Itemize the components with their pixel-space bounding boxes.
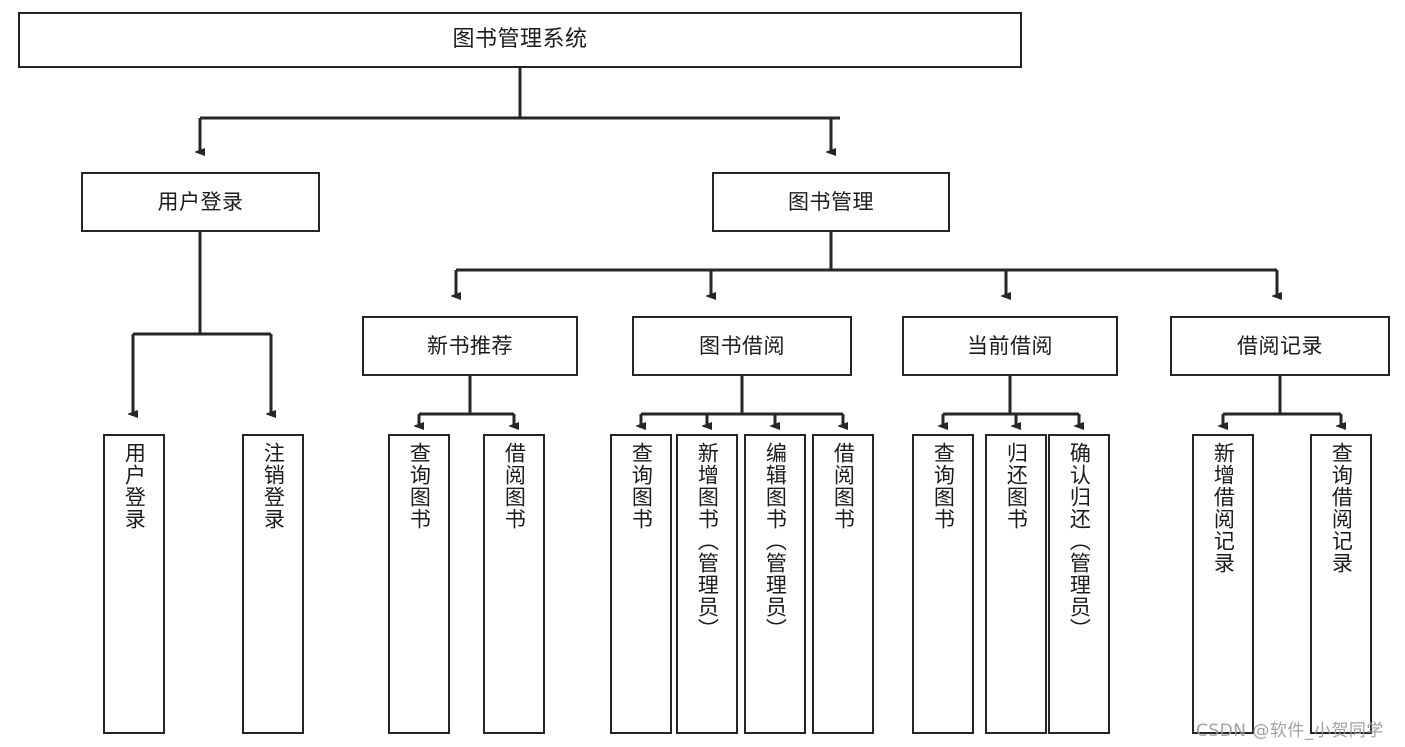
node-leaf-query-book-borrow: 查询图书	[610, 434, 672, 734]
node-book-manage: 图书管理	[712, 172, 950, 232]
node-current-borrow: 当前借阅	[902, 316, 1118, 376]
node-user-login: 用户登录	[81, 172, 320, 232]
node-label: 用户登录	[157, 189, 244, 214]
node-label: 新增借阅记录	[1211, 442, 1236, 574]
node-label: 查询借阅记录	[1329, 442, 1354, 574]
node-leaf-query-book-current: 查询图书	[912, 434, 974, 734]
node-leaf-add-book-admin: 新增图书（管理员）	[676, 434, 738, 734]
node-leaf-edit-book-admin: 编辑图书（管理员）	[744, 434, 806, 734]
node-leaf-confirm-return-admin: 确认归还（管理员）	[1048, 434, 1110, 734]
node-leaf-return-book: 归还图书	[985, 434, 1047, 734]
node-leaf-add-borrow-record: 新增借阅记录	[1192, 434, 1254, 734]
node-leaf-user-login: 用户登录	[103, 434, 165, 734]
node-label: 编辑图书（管理员）	[763, 442, 788, 640]
node-leaf-logout-login: 注销登录	[242, 434, 304, 734]
node-label: 注销登录	[261, 442, 286, 530]
node-label: 确认归还（管理员）	[1067, 442, 1092, 640]
node-book-borrow: 图书借阅	[632, 316, 852, 376]
node-label: 图书借阅	[699, 333, 785, 358]
watermark-text: CSDN @软件_小贺同学	[1196, 721, 1384, 741]
node-label: 借阅图书	[502, 442, 527, 530]
node-new-book-recommend: 新书推荐	[362, 316, 578, 376]
node-borrow-record: 借阅记录	[1170, 316, 1390, 376]
node-label: 借阅图书	[831, 442, 856, 530]
node-label: 归还图书	[1004, 442, 1029, 530]
node-label: 用户登录	[122, 442, 147, 530]
node-leaf-query-book-rec: 查询图书	[388, 434, 450, 734]
node-leaf-borrow-book-rec: 借阅图书	[483, 434, 545, 734]
node-root-system: 图书管理系统	[18, 12, 1022, 68]
node-label: 图书管理系统	[452, 27, 588, 53]
node-label: 新书推荐	[427, 333, 513, 358]
node-label: 当前借阅	[967, 333, 1053, 358]
node-label: 查询图书	[931, 442, 956, 530]
node-label: 图书管理	[788, 189, 874, 214]
node-label: 查询图书	[629, 442, 654, 530]
node-leaf-borrow-book: 借阅图书	[812, 434, 874, 734]
node-label: 查询图书	[407, 442, 432, 530]
node-label: 新增图书（管理员）	[695, 442, 720, 640]
node-leaf-query-borrow-record: 查询借阅记录	[1310, 434, 1372, 734]
node-label: 借阅记录	[1237, 333, 1323, 358]
